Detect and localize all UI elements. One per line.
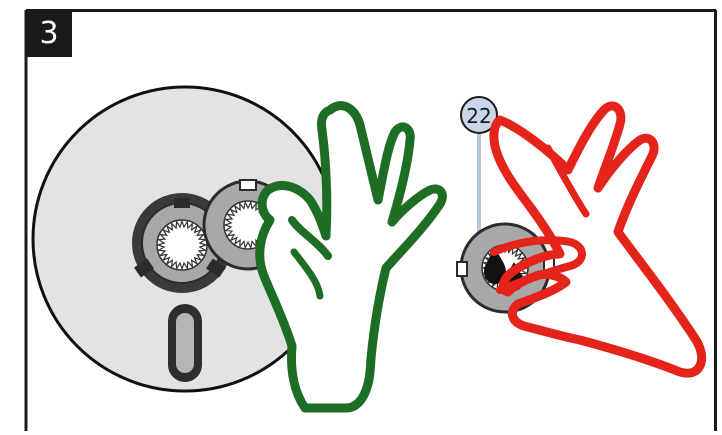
panel-frame <box>24 9 717 431</box>
green-hand-icon <box>255 101 447 413</box>
red-hand-icon <box>489 101 706 378</box>
plate-slot <box>168 304 202 382</box>
step-number-badge: 3 <box>26 10 72 57</box>
callout-number: 22 <box>466 104 491 128</box>
gear-serration <box>156 219 208 271</box>
callout-22: 22 <box>460 96 498 244</box>
